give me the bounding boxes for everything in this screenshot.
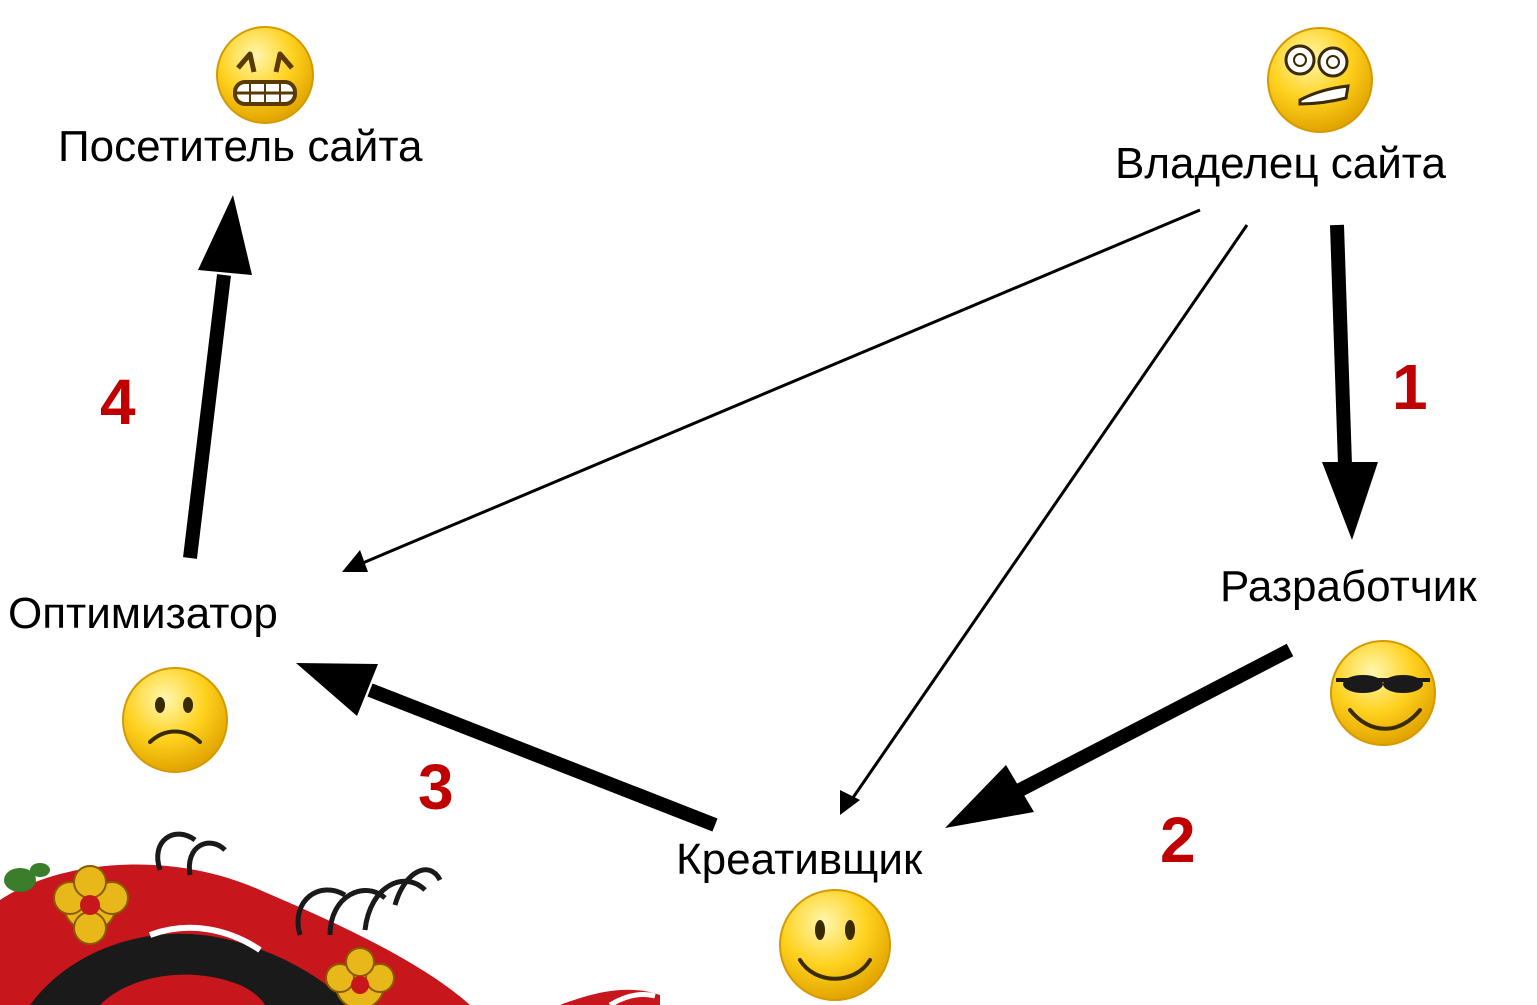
happy-smiley-icon (779, 889, 891, 1001)
sad-smiley-icon (122, 667, 228, 773)
thin-arrow-owner-to-optimizer (342, 208, 1201, 572)
step-number-3: 3 (418, 751, 454, 823)
dizzy-smiley-icon (1267, 27, 1373, 133)
step-number-1: 1 (1392, 351, 1428, 423)
node-label-owner: Владелец сайта (1115, 139, 1446, 188)
khokhloma-ornament-icon (0, 831, 660, 1005)
step-arrow-4 (183, 195, 252, 559)
node-label-developer: Разработчик (1220, 562, 1477, 611)
node-label-optimizer: Оптимизатор (8, 589, 278, 638)
grimacing-smiley-icon (216, 26, 314, 124)
thin-arrow-owner-to-creative (840, 224, 1249, 815)
step-number-4: 4 (100, 366, 136, 438)
step-arrow-1 (1322, 224, 1378, 540)
node-label-creative: Креативщик (676, 835, 923, 884)
step-number-2: 2 (1160, 804, 1196, 876)
step-arrow-3 (296, 663, 718, 832)
cool-sunglasses-smiley-icon (1330, 640, 1436, 746)
node-label-visitor: Посетитель сайта (58, 122, 423, 171)
step-arrow-2 (945, 643, 1294, 828)
